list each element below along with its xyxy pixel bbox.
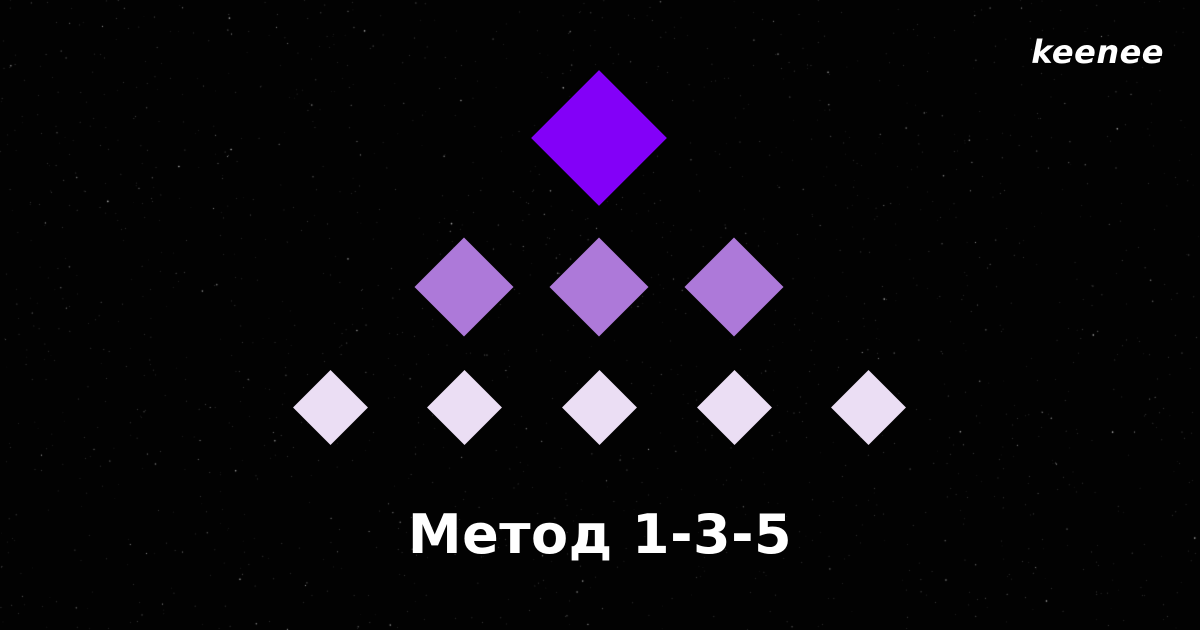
keenee-logo[interactable]: keenee (1031, 33, 1164, 71)
headline-title: Метод 1-3-5 (407, 503, 793, 566)
